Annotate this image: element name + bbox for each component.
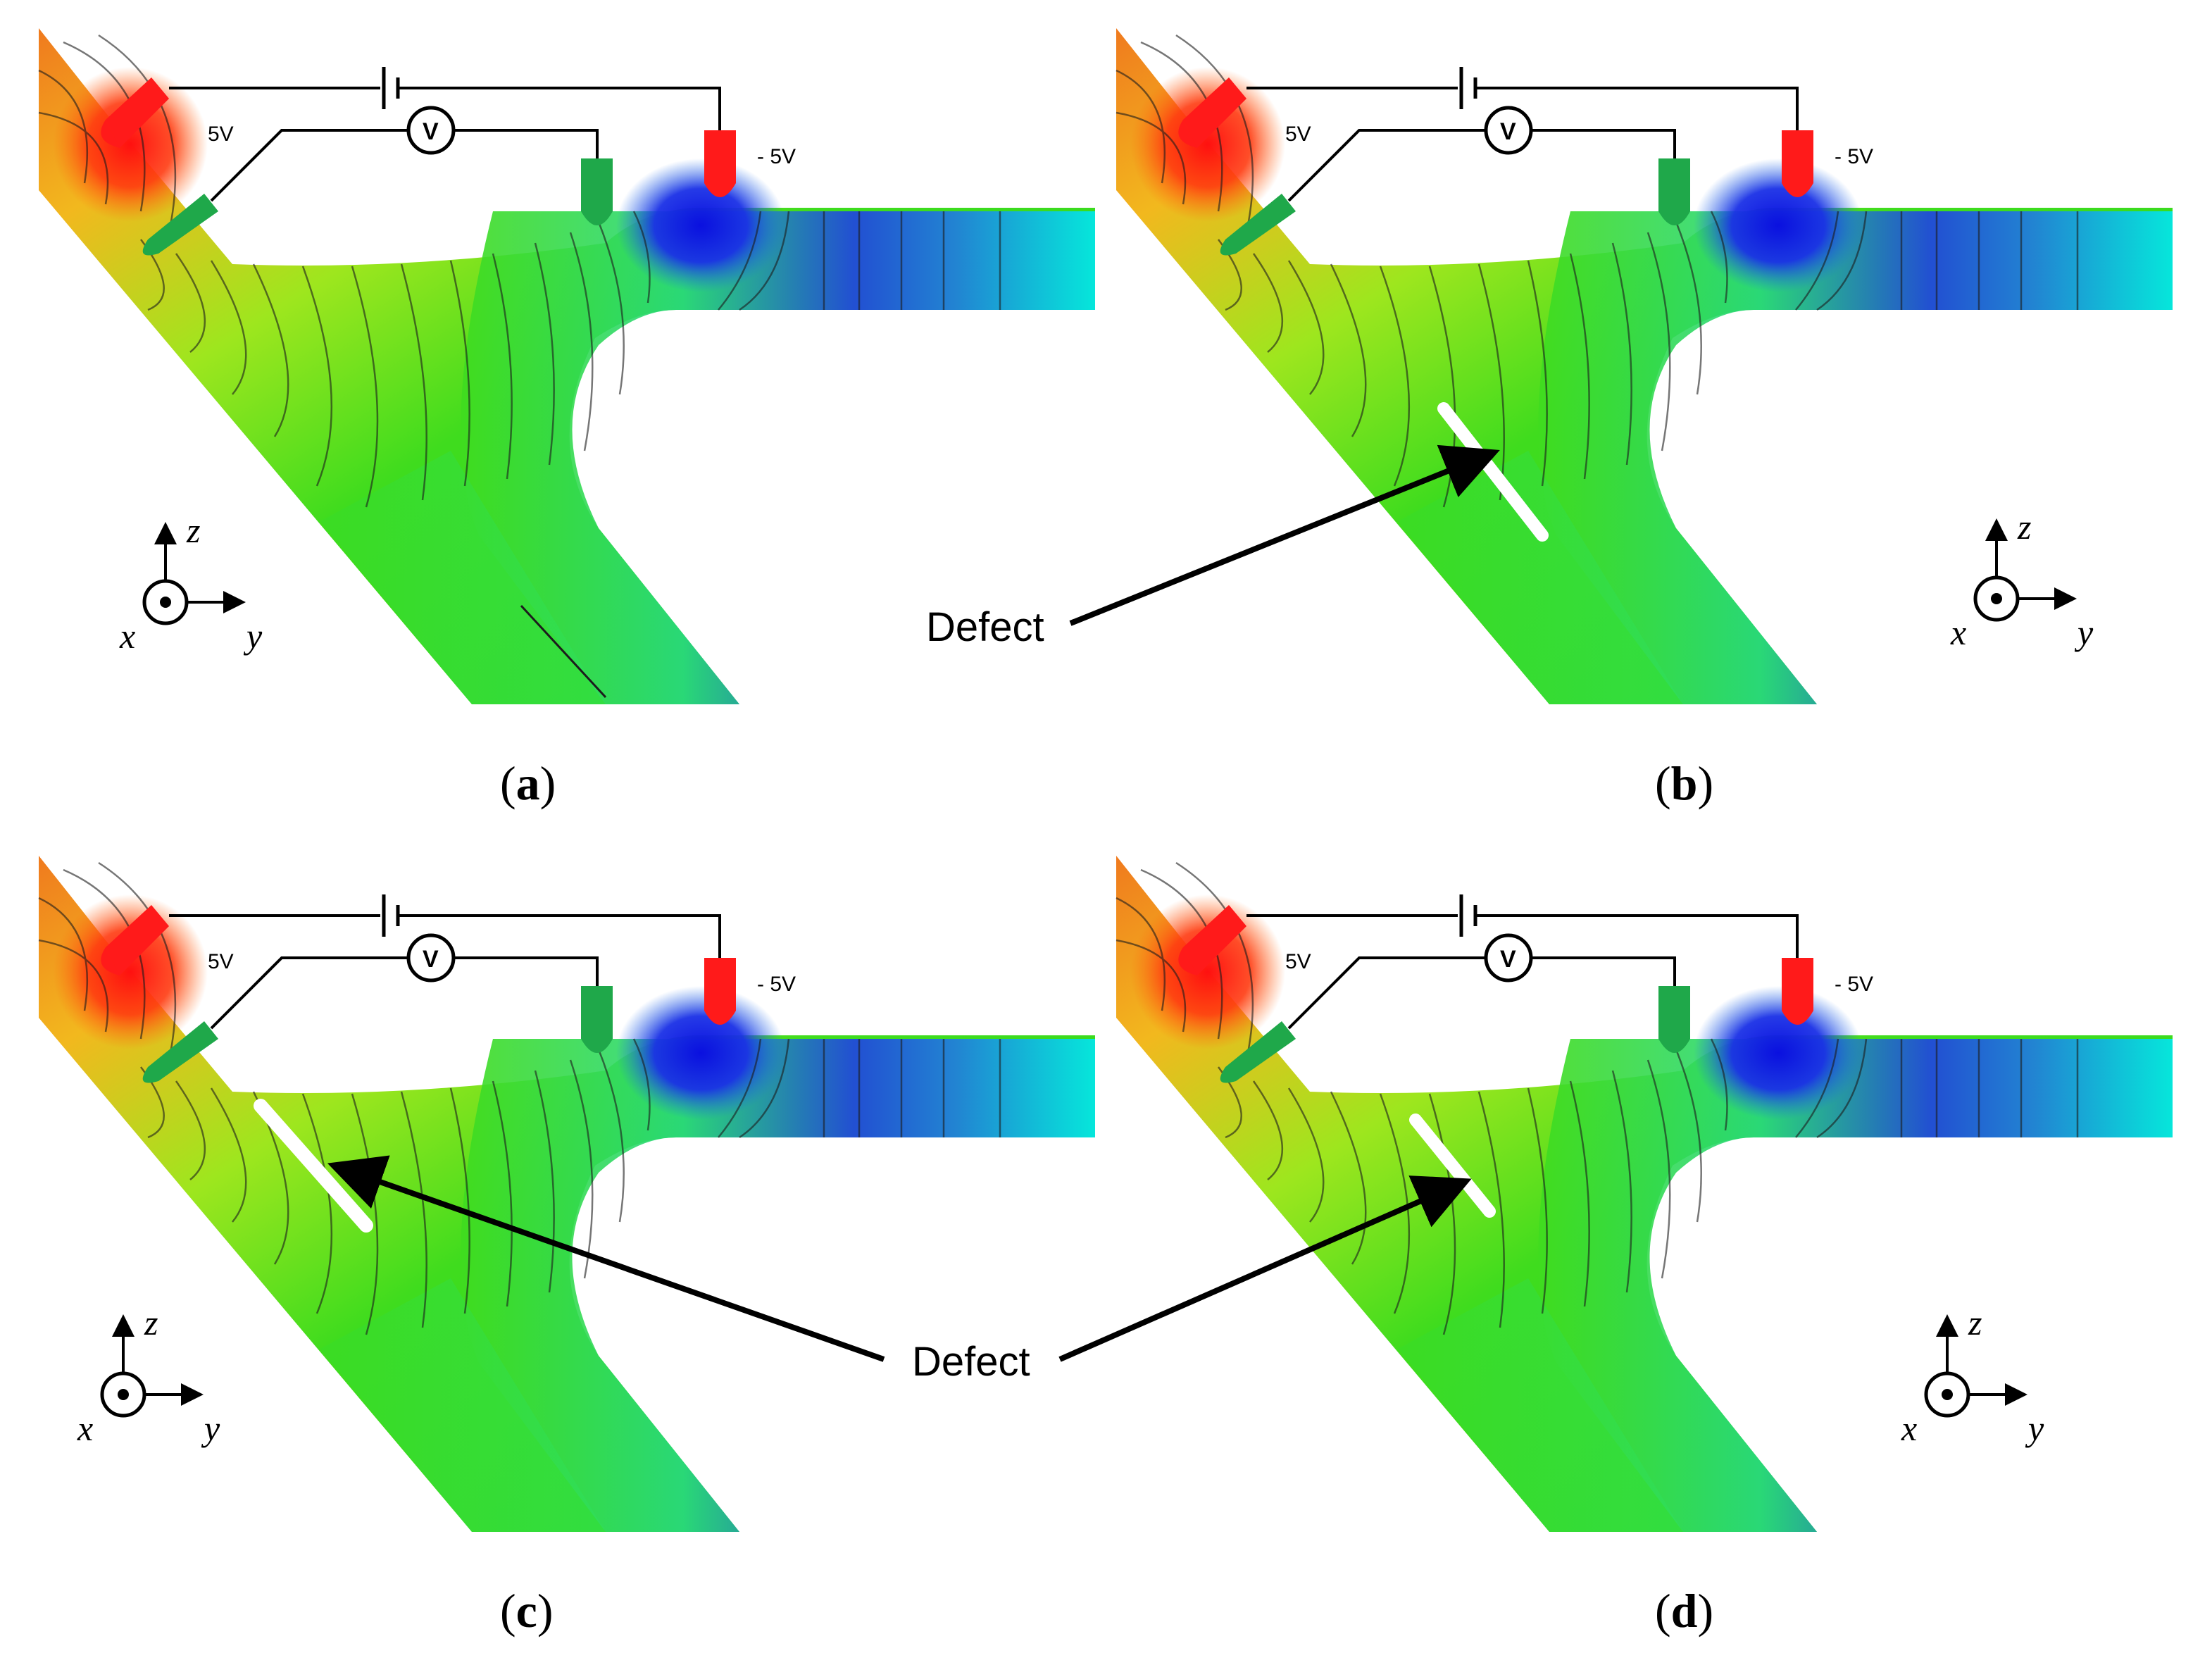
caption-b: (b): [1655, 756, 1713, 810]
y-axis-label: y: [2074, 613, 2094, 652]
y-axis-label: y: [201, 1409, 220, 1448]
x-axis-label: x: [1950, 613, 1966, 652]
axis-triad: z y x: [77, 1303, 220, 1448]
x-axis-label: x: [1901, 1409, 1917, 1448]
z-axis-label: z: [1968, 1303, 1982, 1342]
axis-triad: z y x: [119, 511, 263, 656]
positive-voltage-label: 5V: [208, 123, 234, 146]
panel-d: 5V - 5V V z y x (d): [1058, 854, 2174, 1638]
voltmeter-label: V: [423, 118, 439, 145]
defect-arrow-left: [327, 1155, 885, 1362]
defect-arrow: [1069, 444, 1500, 626]
panel-c: 5V - 5V V z y x (c): [37, 854, 1096, 1638]
panel-b: 5V - 5V V z y x Defect (b): [926, 27, 2174, 810]
positive-voltage-label: 5V: [1285, 950, 1311, 973]
caption-d: (d): [1655, 1584, 1713, 1638]
negative-voltage-label: - 5V: [757, 973, 796, 996]
voltmeter-label: V: [1500, 946, 1516, 973]
y-axis-label: y: [243, 616, 263, 656]
negative-voltage-label: - 5V: [1835, 145, 1873, 168]
negative-voltage-label: - 5V: [1835, 973, 1873, 996]
defect-label-shared: Defect: [912, 1339, 1030, 1385]
caption-a: (a): [500, 756, 556, 810]
caption-c: (c): [500, 1584, 554, 1638]
y-axis-label: y: [2025, 1409, 2044, 1448]
positive-voltage-label: 5V: [208, 950, 234, 973]
z-axis-label: z: [2017, 507, 2031, 547]
defect-label: Defect: [926, 604, 1044, 650]
defect-arrow-right: [1058, 1175, 1472, 1362]
z-axis-label: z: [186, 511, 200, 550]
weld-toe-line: [520, 604, 607, 699]
z-axis-label: z: [144, 1303, 158, 1342]
negative-voltage-label: - 5V: [757, 145, 796, 168]
voltmeter-label: V: [423, 946, 439, 973]
x-axis-label: x: [77, 1409, 93, 1448]
panel-a: 5V - 5V V z y x (a): [37, 27, 1096, 810]
positive-voltage-label: 5V: [1285, 123, 1311, 146]
axis-triad: z y x: [1901, 1303, 2044, 1448]
x-axis-label: x: [119, 616, 135, 656]
defect-crack: [1409, 1114, 1496, 1218]
voltmeter-label: V: [1500, 118, 1516, 145]
axis-triad: z y x: [1950, 507, 2094, 652]
